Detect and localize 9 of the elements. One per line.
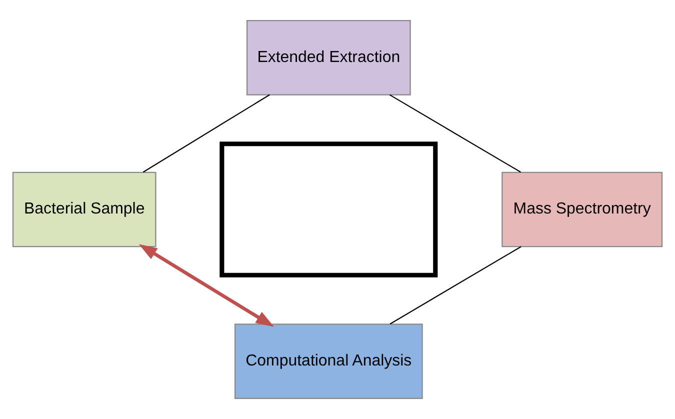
node-box: Extended Extraction bbox=[246, 20, 411, 96]
node-box: Bacterial Sample bbox=[12, 172, 156, 248]
node-box: Computational Analysis bbox=[234, 324, 423, 399]
arrow bbox=[138, 244, 274, 327]
connector bbox=[389, 94, 521, 173]
connector bbox=[390, 246, 522, 324]
node-box: Mass Spectrometry bbox=[502, 172, 663, 248]
node-box bbox=[220, 142, 438, 278]
connector bbox=[142, 94, 270, 173]
